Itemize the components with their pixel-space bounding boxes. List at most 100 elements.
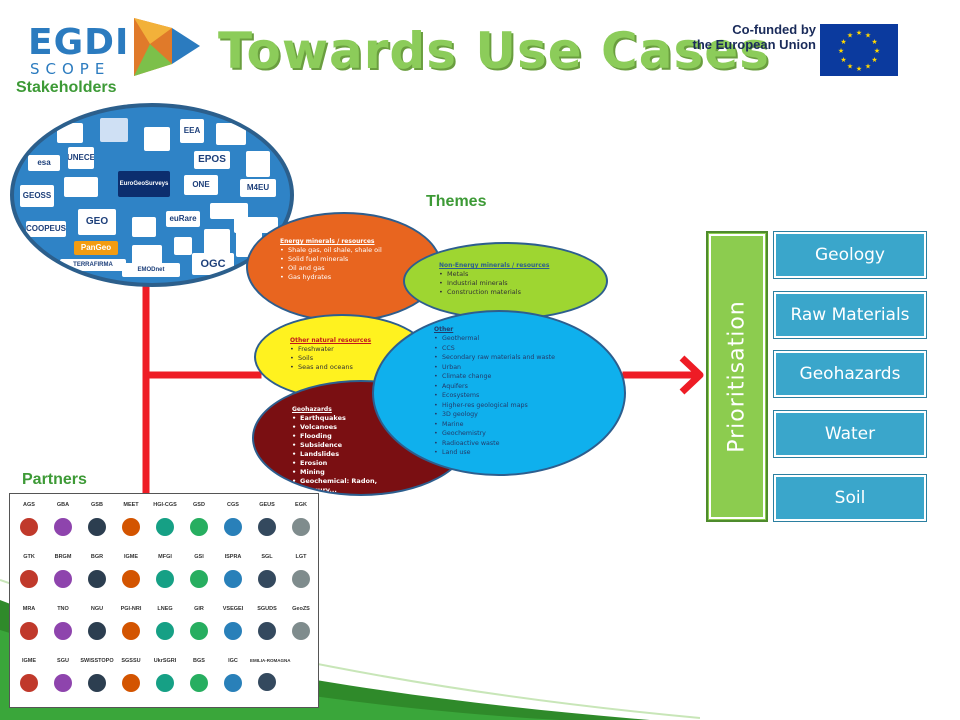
theme-item: Volcanoes: [292, 423, 402, 432]
partner-name: TNO: [57, 606, 69, 612]
theme-item: Mining: [292, 468, 402, 477]
partner-name: ISPRA: [224, 554, 242, 560]
partner-cell: IGME: [114, 554, 148, 588]
scope-logo-text: SCOPE: [30, 60, 111, 78]
partner-name: LGT: [295, 554, 307, 560]
partner-name: BRGM: [54, 554, 72, 560]
stakeholder-logo: [210, 203, 248, 219]
page-title: Towards Use Cases: [218, 22, 770, 80]
theme-item: Geochemical: Radon, Mercury...: [292, 477, 402, 494]
partner-name: GEUS: [259, 502, 275, 508]
partner-cell: GSI: [182, 554, 216, 588]
partner-logo-icon: [54, 622, 72, 640]
partner-name: BGS: [193, 658, 205, 664]
stakeholder-logo-one: ONE: [184, 175, 218, 195]
partner-logo-icon: [88, 674, 106, 692]
partner-cell: MEET: [114, 502, 148, 536]
partner-name: SGU: [57, 658, 69, 664]
partner-logo-icon: [122, 674, 140, 692]
partner-cell: EGK: [284, 502, 318, 536]
partner-logo-icon: [258, 622, 276, 640]
partner-name: LNEG: [157, 606, 173, 612]
partner-logo-icon: [258, 570, 276, 588]
partner-name: GSB: [91, 502, 103, 508]
partner-name: GSD: [193, 502, 205, 508]
prioritisation-label: Prioritisation: [724, 300, 750, 453]
partner-cell: LNEG: [148, 606, 182, 640]
partner-logo-icon: [224, 674, 242, 692]
partner-cell: SGUDS: [250, 606, 284, 640]
partner-name: MEET: [123, 502, 139, 508]
partner-cell: SWISSTOPO: [80, 658, 114, 692]
theme-item: Landslides: [292, 450, 402, 459]
partners-label: Partners: [22, 471, 87, 488]
theme-item: Shale gas, oil shale, shale oil: [280, 246, 414, 255]
partner-cell: LGT: [284, 554, 318, 588]
partner-name: GeoZS: [292, 606, 310, 612]
theme-item: Earthquakes: [292, 414, 402, 423]
svg-text:★: ★: [847, 32, 853, 40]
partner-logo-icon: [292, 570, 310, 588]
theme-energy-title: Energy minerals / resources: [280, 238, 375, 245]
partner-cell: GeoZS: [284, 606, 318, 640]
theme-item: Gas hydrates: [280, 273, 414, 282]
flow-arrow-icon: [679, 355, 704, 395]
stakeholder-logo: [204, 229, 230, 255]
theme-item: Oil and gas: [280, 264, 414, 273]
stakeholder-logo: [132, 217, 156, 237]
partner-name: GSI: [194, 554, 204, 560]
partner-cell: GIR: [182, 606, 216, 640]
partner-logo-icon: [88, 570, 106, 588]
partner-logo-icon: [54, 570, 72, 588]
svg-text:★: ★: [847, 63, 853, 71]
partner-cell: VSEGEI: [216, 606, 250, 640]
use-case-geohazards: Geohazards: [773, 350, 927, 398]
partner-logo-icon: [224, 570, 242, 588]
partner-cell: CGS: [216, 502, 250, 536]
partner-cell: MRA: [12, 606, 46, 640]
stakeholder-logo: [57, 123, 83, 143]
partner-cell: IGME: [12, 658, 46, 692]
cofunded-line-2: the European Union: [692, 37, 817, 52]
partner-name: UkrSGRI: [153, 658, 177, 664]
theme-non-energy-title: Non-Energy minerals / resources: [439, 262, 550, 269]
svg-text:★: ★: [840, 38, 846, 46]
prioritisation-label-wrap: Prioritisation: [706, 231, 768, 522]
partner-logo-icon: [292, 518, 310, 536]
stakeholder-logo: [234, 217, 278, 233]
stakeholder-logo: [132, 245, 162, 265]
theme-non-energy-minerals: Non-Energy minerals / resources Metals I…: [403, 242, 608, 320]
partner-logo-icon: [20, 518, 38, 536]
partner-cell: BGR: [80, 554, 114, 588]
stakeholder-logo: [144, 127, 170, 151]
partner-name: BGR: [90, 554, 104, 560]
partner-logo-icon: [258, 518, 276, 536]
theme-item: Marine: [434, 420, 566, 430]
stakeholders-ellipse: EEA esa UNECE EPOS GEOSS EuroGeoSurveys …: [10, 103, 294, 287]
theme-item: Erosion: [292, 459, 402, 468]
partner-logo-icon: [122, 518, 140, 536]
partner-logo-icon: [258, 673, 276, 691]
partner-name: IGME: [21, 658, 37, 664]
theme-item: Aquifers: [434, 382, 566, 392]
stakeholders-label: Stakeholders: [16, 79, 117, 96]
partner-logo-icon: [20, 674, 38, 692]
theme-geohazards-title: Geohazards: [292, 406, 332, 413]
partner-name: SGL: [261, 554, 273, 560]
partner-logo-icon: [190, 518, 208, 536]
egdi-logo-text: EGDI: [28, 22, 130, 63]
partner-cell: EMILIA-ROMAGNA: [250, 658, 291, 691]
theme-other: Other Geothermal CCS Secondary raw mater…: [372, 310, 626, 476]
partner-name: MFGI: [158, 554, 172, 560]
partner-cell: IGC: [216, 658, 250, 692]
partner-name: PGI-NRI: [120, 606, 142, 612]
partner-logo-icon: [292, 622, 310, 640]
partner-cell: BRGM: [46, 554, 80, 588]
stakeholder-logo-eea: EEA: [180, 119, 204, 143]
theme-item: CCS: [434, 344, 566, 354]
prioritisation-box: [706, 231, 768, 522]
stakeholder-logo-coopeus: COOPEUS: [26, 221, 66, 237]
partner-cell: SGL: [250, 554, 284, 588]
partner-name: IGME: [123, 554, 139, 560]
